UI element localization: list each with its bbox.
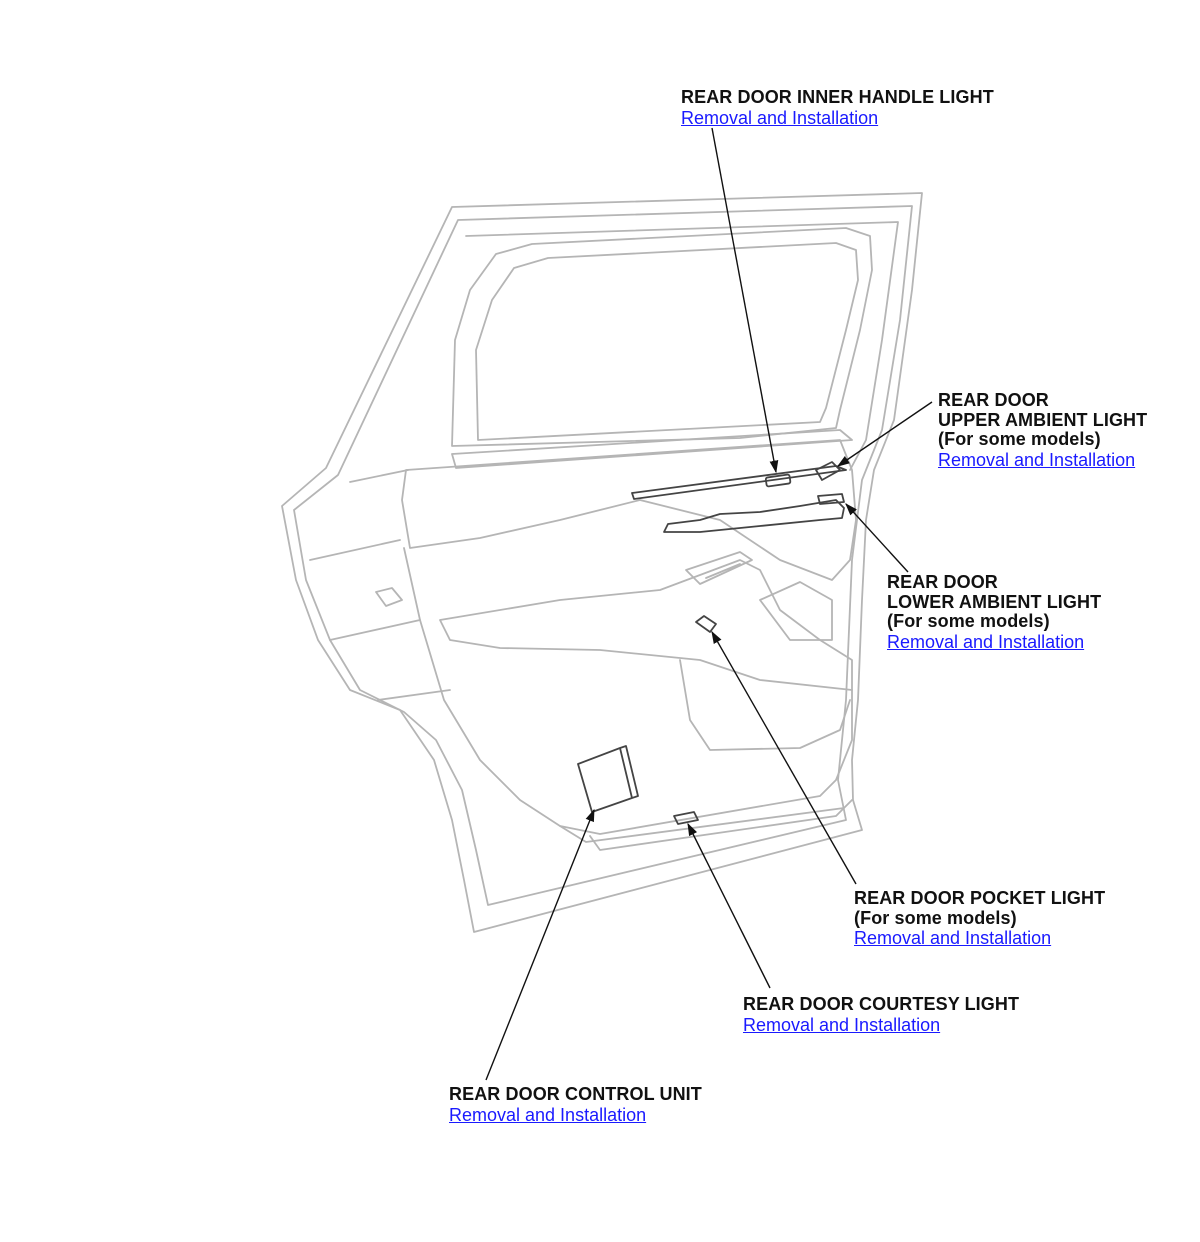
- window-opening-inner: [475, 242, 859, 441]
- lower-ambient-light: [817, 493, 845, 505]
- upper-ambient-light: [815, 461, 841, 481]
- trim-panel-lower: [403, 547, 853, 835]
- callout-title: LOWER AMBIENT LIGHT: [887, 591, 1102, 612]
- callout-title: REAR DOOR CONTROL UNIT: [449, 1084, 702, 1104]
- leader-control-unit: [485, 808, 595, 1081]
- callout-pocket-light: REAR DOOR POCKET LIGHT (For some models)…: [854, 888, 1106, 949]
- leader-lower-ambient: [845, 503, 909, 573]
- callout-note: (For some models): [854, 907, 1017, 928]
- side-reflector: [375, 587, 403, 607]
- callout-title: REAR DOOR: [938, 390, 1049, 410]
- pocket-light: [695, 615, 717, 633]
- armrest-grip: [685, 551, 753, 585]
- courtesy-light: [673, 811, 699, 825]
- callout-upper-ambient-light: REAR DOOR UPPER AMBIENT LIGHT (For some …: [938, 390, 1148, 471]
- door-bottom-edge-2: [559, 807, 845, 843]
- removal-installation-link-upper-ambient[interactable]: Removal and Installation: [938, 449, 1136, 470]
- leader-courtesy: [687, 822, 771, 989]
- callout-title: REAR DOOR POCKET LIGHT: [854, 888, 1106, 908]
- removal-installation-link-courtesy[interactable]: Removal and Installation: [743, 1014, 941, 1035]
- trim-panel-upper: [401, 439, 857, 581]
- armrest-cup: [759, 581, 833, 641]
- door-inner-edge: [293, 205, 913, 906]
- lower-ambient-strip: [663, 499, 845, 533]
- door-outer-edge: [281, 192, 923, 933]
- control-unit-box: [577, 745, 639, 813]
- armrest: [439, 559, 853, 691]
- upper-ambient-strip: [631, 465, 847, 500]
- door-components: [577, 461, 847, 825]
- leader-upper-ambient: [836, 401, 933, 467]
- callout-control-unit: REAR DOOR CONTROL UNIT Removal and Insta…: [449, 1084, 702, 1126]
- leader-pocket: [711, 630, 857, 885]
- callout-title: UPPER AMBIENT LIGHT: [938, 409, 1148, 430]
- callout-lower-ambient-light: REAR DOOR LOWER AMBIENT LIGHT (For some …: [887, 572, 1102, 653]
- leader-inner-handle: [711, 127, 779, 474]
- door-frame-channel: [465, 221, 899, 471]
- door-frame-channel-lower: [309, 469, 451, 701]
- window-opening: [451, 227, 873, 447]
- removal-installation-link-lower-ambient[interactable]: Removal and Installation: [887, 631, 1085, 652]
- belt-strip: [451, 429, 853, 469]
- callout-note: (For some models): [887, 611, 1050, 631]
- removal-installation-link-inner-handle[interactable]: Removal and Installation: [681, 107, 879, 128]
- callout-courtesy-light: REAR DOOR COURTESY LIGHT Removal and Ins…: [743, 994, 1020, 1036]
- removal-installation-link-control-unit[interactable]: Removal and Installation: [449, 1104, 647, 1125]
- callout-title: REAR DOOR INNER HANDLE LIGHT: [681, 87, 994, 107]
- callout-note: (For some models): [938, 429, 1101, 449]
- callout-inner-handle-light: REAR DOOR INNER HANDLE LIGHT Removal and…: [681, 87, 994, 129]
- callout-title: REAR DOOR COURTESY LIGHT: [743, 994, 1020, 1014]
- leader-lines: [485, 127, 933, 1081]
- pocket-outline: [679, 659, 851, 751]
- door-shell: [281, 192, 923, 933]
- callout-title: REAR DOOR: [887, 572, 998, 592]
- removal-installation-link-pocket[interactable]: Removal and Installation: [854, 928, 1052, 948]
- inner-handle-light: [764, 473, 792, 488]
